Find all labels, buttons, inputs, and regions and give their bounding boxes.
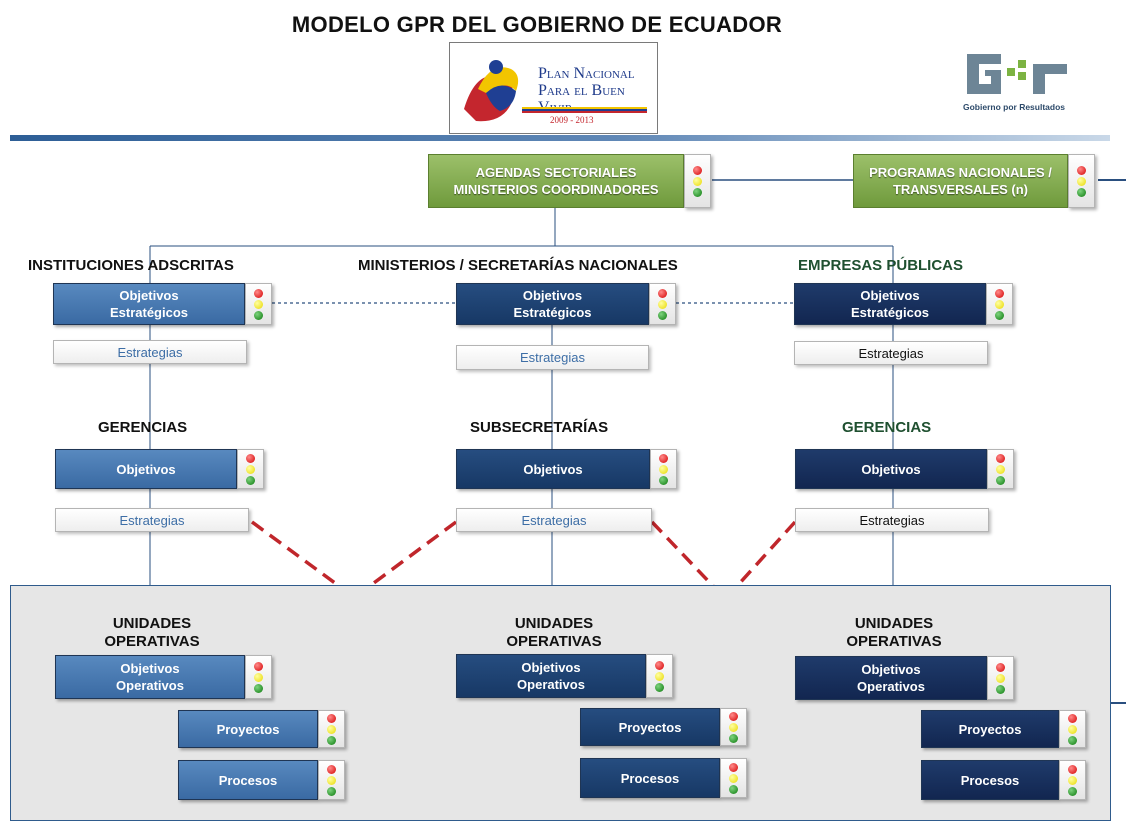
- center-procesos-box: Procesos: [580, 758, 720, 798]
- header-gerencias-right: GERENCIAS: [842, 419, 932, 436]
- right-objetivos-box: Objetivos: [795, 449, 987, 489]
- header-unidades-operativas-left: UNIDADES OPERATIVAS: [92, 615, 212, 651]
- units-line1: UNIDADES: [854, 615, 934, 632]
- plan-logo-emblem-icon: [464, 60, 519, 122]
- traffic-light-icon: [649, 283, 676, 325]
- traffic-light-icon: [237, 449, 264, 489]
- left-estrategias-box-2: Estrategias: [55, 508, 249, 532]
- traffic-light-icon: [684, 154, 711, 208]
- traffic-light-icon: [986, 283, 1013, 325]
- left-proyectos-box: Proyectos: [178, 710, 318, 748]
- left-procesos-box: Procesos: [178, 760, 318, 800]
- gpr-logo-caption: Gobierno por Resultados: [963, 102, 1066, 112]
- programas-nacionales-box: PROGRAMAS NACIONALES / TRANSVERSALES (n): [853, 154, 1068, 208]
- traffic-light-icon: [318, 710, 345, 748]
- units-line1: UNIDADES: [112, 615, 192, 632]
- traffic-light-icon: [646, 654, 673, 698]
- center-obj-line2: Estratégicos: [513, 305, 592, 320]
- gpr-logo: Gobierno por Resultados: [963, 50, 1071, 120]
- programas-line1: PROGRAMAS NACIONALES /: [869, 165, 1052, 180]
- header-empresas-publicas: EMPRESAS PÚBLICAS: [798, 257, 964, 274]
- left-op-line2: Operativos: [116, 678, 184, 693]
- header-subsecretarias: SUBSECRETARÍAS: [470, 419, 609, 436]
- header-unidades-operativas-center: UNIDADES OPERATIVAS: [494, 615, 614, 651]
- center-obj-line1: Objetivos: [522, 288, 583, 303]
- units-line2: OPERATIVAS: [506, 633, 602, 650]
- agendas-line1: AGENDAS SECTORIALES: [475, 165, 637, 180]
- center-op-line2: Operativos: [517, 677, 585, 692]
- right-op-line2: Operativos: [857, 679, 925, 694]
- left-obj-line1: Objetivos: [119, 288, 179, 303]
- plan-logo-line1: Plan Nacional: [538, 65, 635, 82]
- gpr-logo-mark-icon: [967, 54, 1067, 94]
- traffic-light-icon: [245, 283, 272, 325]
- center-estrategias-box-2: Estrategias: [456, 508, 652, 532]
- units-line2: OPERATIVAS: [846, 633, 942, 650]
- left-obj-line2: Estratégicos: [109, 305, 189, 320]
- agendas-sectoriales-box: AGENDAS SECTORIALES MINISTERIOS COORDINAD…: [428, 154, 684, 208]
- agendas-line2: MINISTERIOS COORDINADORES: [453, 182, 659, 197]
- center-proyectos-box: Proyectos: [580, 708, 720, 746]
- right-procesos-box: Procesos: [921, 760, 1059, 800]
- traffic-light-icon: [245, 655, 272, 699]
- traffic-light-icon: [650, 449, 677, 489]
- left-objetivos-box: Objetivos: [55, 449, 237, 489]
- traffic-light-icon: [1059, 710, 1086, 748]
- traffic-light-icon: [1068, 154, 1095, 208]
- traffic-light-icon: [720, 758, 747, 798]
- right-obj-line1: Objetivos: [860, 288, 920, 303]
- plan-nacional-logo: Plan Nacional Para el Buen Vivir 2009 - …: [449, 42, 658, 134]
- header-instituciones-adscritas: INSTITUCIONES ADSCRITAS: [28, 257, 234, 274]
- units-line2: OPERATIVAS: [104, 633, 200, 650]
- header-gerencias-left: GERENCIAS: [98, 419, 188, 436]
- center-estrategias-box: Estrategias: [456, 345, 649, 370]
- traffic-light-icon: [987, 449, 1014, 489]
- units-line1: UNIDADES: [514, 615, 594, 632]
- right-obj-line2: Estratégicos: [850, 305, 930, 320]
- right-estrategias-box: Estrategias: [794, 341, 988, 365]
- plan-logo-years: 2009 - 2013: [550, 115, 594, 125]
- header-ministerios-secretarias: MINISTERIOS / SECRETARÍAS NACIONALES: [358, 257, 678, 274]
- page-title: MODELO GPR DEL GOBIERNO DE ECUADOR: [291, 12, 783, 37]
- traffic-light-icon: [720, 708, 747, 746]
- left-estrategias-box: Estrategias: [53, 340, 247, 364]
- programas-line2: TRANSVERSALES (n): [892, 182, 1029, 197]
- right-proyectos-box: Proyectos: [921, 710, 1059, 748]
- right-estrategias-box-2: Estrategias: [795, 508, 989, 532]
- left-op-line1: Objetivos: [120, 661, 180, 676]
- traffic-light-icon: [318, 760, 345, 800]
- center-op-line1: Objetivos: [521, 660, 581, 675]
- header-unidades-operativas-right: UNIDADES OPERATIVAS: [834, 615, 954, 651]
- traffic-light-icon: [987, 656, 1014, 700]
- traffic-light-icon: [1059, 760, 1086, 800]
- top-divider-band: [10, 135, 1110, 141]
- center-objetivos-box: Objetivos: [456, 449, 650, 489]
- right-op-line1: Objetivos: [861, 662, 921, 677]
